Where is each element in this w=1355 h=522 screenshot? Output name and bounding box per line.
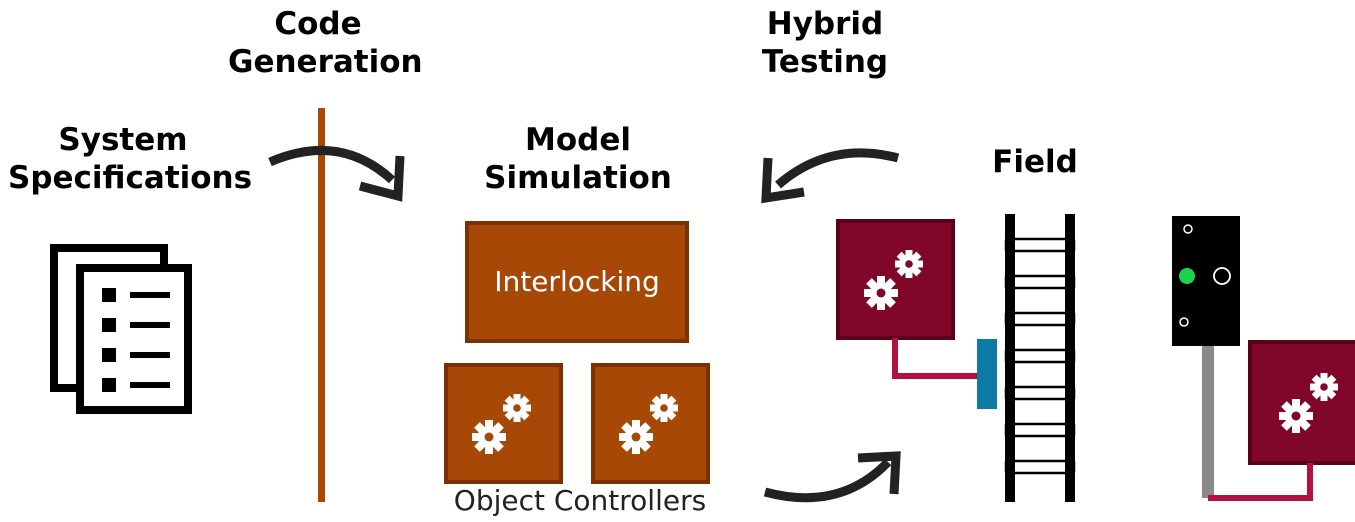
signal-controller-wire	[1208, 463, 1313, 501]
signal-controller-box	[1248, 340, 1355, 465]
system-specifications-label: System Specifications	[8, 122, 253, 196]
interlocking-box	[465, 221, 689, 343]
arrow-to-model-icon	[268, 146, 405, 202]
document-stack-icon	[50, 244, 192, 414]
model-simulation-label: Model Simulation	[484, 122, 672, 196]
code-generation-divider	[318, 108, 325, 502]
arrow-to-field-icon	[763, 451, 901, 503]
track-controller-wire	[892, 338, 978, 379]
track-controller-box	[836, 219, 955, 340]
railway-signal-icon	[1172, 216, 1240, 498]
railway-track-icon	[1004, 214, 1076, 502]
code-generation-label: Code Generation	[228, 6, 423, 80]
arrow-from-field-icon	[761, 148, 900, 204]
hybrid-testing-label: Hybrid Testing	[761, 6, 889, 80]
object-controller-2	[591, 363, 710, 484]
track-sensor	[977, 339, 997, 409]
interlocking-label: Interlocking	[494, 265, 660, 298]
field-label: Field	[992, 144, 1078, 180]
object-controllers-label: Object Controllers	[453, 484, 707, 517]
object-controller-1	[444, 363, 563, 484]
